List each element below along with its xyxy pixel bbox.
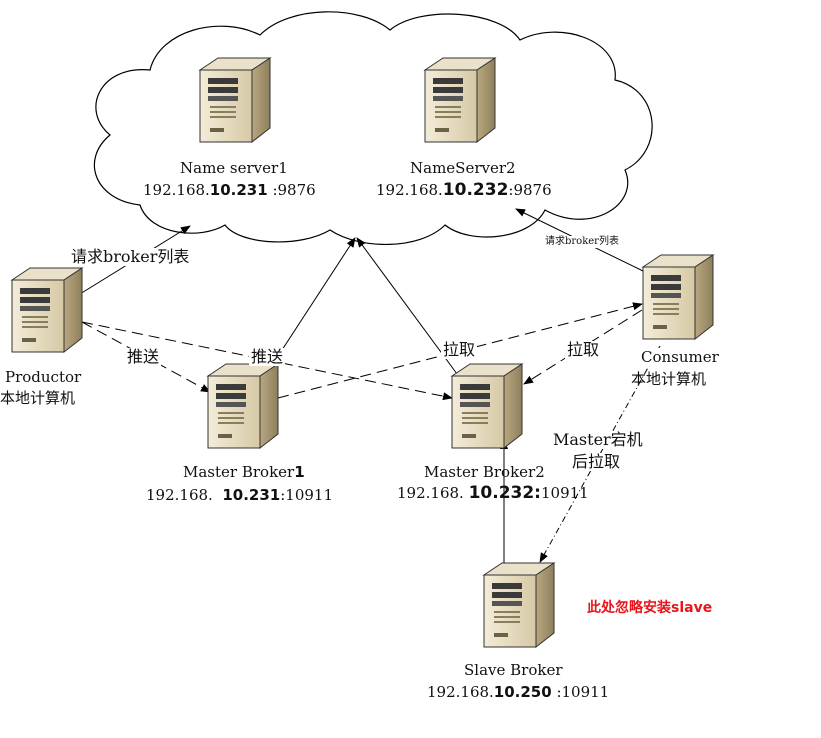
ip-suffix: :9876 — [267, 181, 316, 199]
edge-label-push2: 推送 — [249, 347, 286, 366]
master1-name: Master Broker1 — [183, 463, 305, 481]
ip-prefix: 192.168. — [146, 486, 213, 504]
nameserver2-ip: 192.168.10.232:9876 — [376, 181, 552, 199]
master2-name: Master Broker2 — [424, 463, 545, 481]
producer-name: Productor — [5, 368, 82, 386]
ip-bold: 10.231 — [222, 486, 281, 504]
master2-ip: 192.168. 10.232:10911 — [397, 484, 589, 502]
ip-suffix: :10911 — [551, 683, 610, 701]
consumer-name: Consumer — [639, 348, 721, 366]
producer-sub: 本地计算机 — [0, 389, 76, 407]
ip-prefix: 192.168. — [397, 484, 464, 502]
ip-prefix: 192.168. — [427, 683, 494, 701]
ip-prefix: 192.168. — [376, 181, 443, 199]
server-icon-producer — [11, 267, 83, 353]
edge-label-pull1: 拉取 — [441, 340, 478, 359]
ip-bold: 10.231 — [209, 181, 268, 199]
nameserver1-name: Name server1 — [180, 159, 288, 177]
edge-label-push1: 推送 — [125, 347, 162, 366]
ip-bold: 10.232: — [468, 483, 541, 503]
ip-bold: 10.232 — [442, 180, 509, 200]
server-icon-nameserver2 — [424, 57, 496, 143]
consumer-sub: 本地计算机 — [631, 370, 707, 388]
server-icon-slave — [483, 562, 555, 648]
server-icon-master1 — [207, 363, 279, 449]
nameserver1-ip: 192.168.10.231 :9876 — [143, 181, 316, 199]
edge-failover — [539, 345, 661, 563]
edge-master1-register — [281, 237, 356, 351]
note-text: 此处忽略安装slave — [587, 600, 713, 616]
edge-label-failover-1: Master宕机 — [551, 430, 645, 449]
server-icon-consumer — [642, 254, 714, 340]
cloud-shape — [93, 11, 653, 245]
node-name: Master Broker — [183, 463, 295, 481]
ip-suffix: :9876 — [508, 181, 552, 199]
edge-label-producer-request: 请求broker列表 — [69, 247, 192, 266]
ip-bold: 10.250 — [493, 683, 552, 701]
slave-name: Slave Broker — [464, 661, 563, 679]
server-icon-nameserver1 — [199, 57, 271, 143]
ip-suffix: 10911 — [540, 484, 589, 502]
nameserver2-name: NameServer2 — [410, 159, 516, 177]
server-icon-master2 — [451, 363, 523, 449]
ip-suffix: :10911 — [280, 486, 334, 504]
edge-label-pull2: 拉取 — [565, 340, 602, 359]
slave-ip: 192.168.10.250 :10911 — [427, 683, 609, 701]
master1-ip: 192.168. 10.231:10911 — [146, 486, 333, 504]
edge-label-consumer-request: 请求broker列表 — [543, 236, 621, 248]
ip-prefix: 192.168. — [143, 181, 210, 199]
edge-label-failover-2: 后拉取 — [570, 452, 623, 471]
node-name-bold: 1 — [294, 463, 305, 481]
